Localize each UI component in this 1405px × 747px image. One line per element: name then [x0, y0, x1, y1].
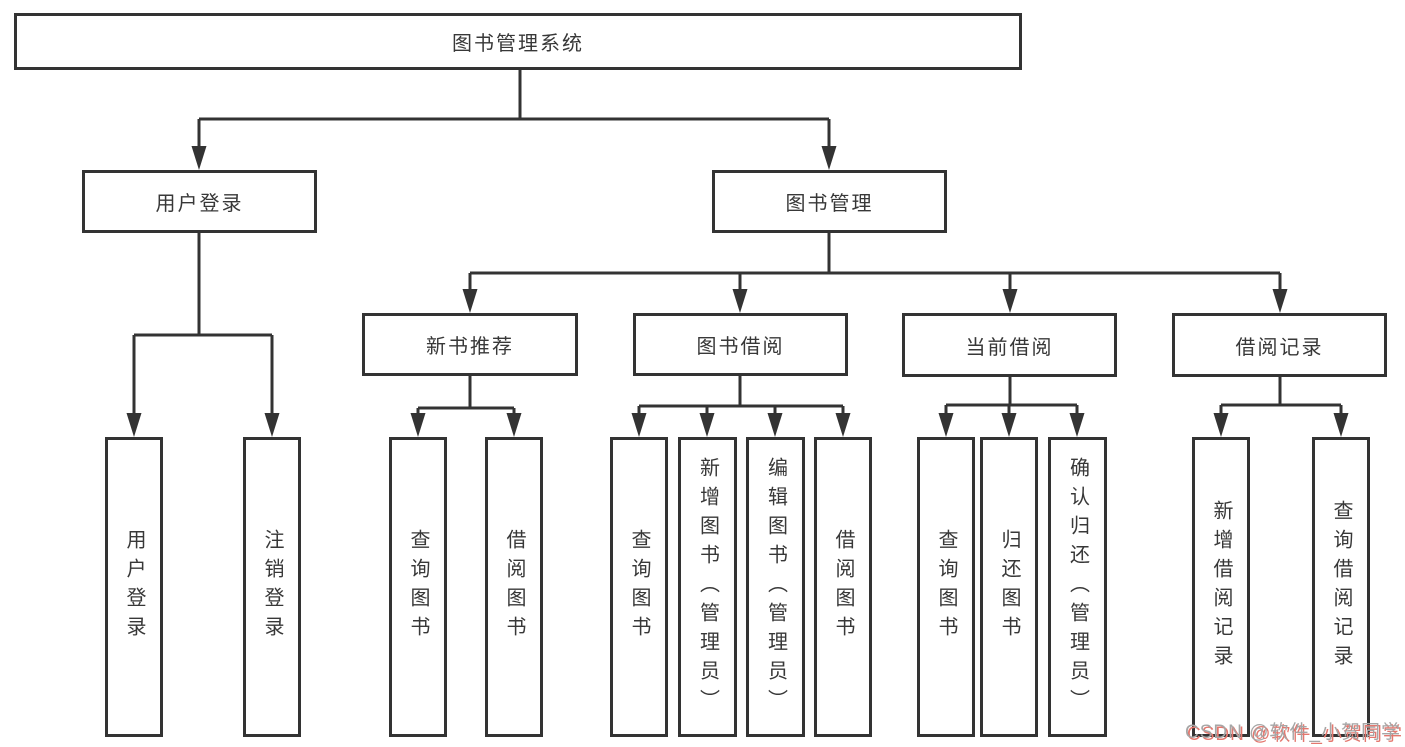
- node-book-mgmt-label: 图书管理: [785, 193, 874, 215]
- arrowhead: [1069, 413, 1085, 437]
- node-book-borrow: 图书借阅: [633, 313, 848, 376]
- arrowhead: [699, 413, 715, 437]
- node-new-books: 新书推荐: [362, 313, 578, 376]
- leaf-label: 查询图书: [407, 529, 429, 645]
- leaf-label: 确认归还（管理员）: [1066, 456, 1089, 718]
- node-book-borrow-label: 图书借阅: [696, 336, 785, 358]
- leaf-edit-books-admin: 编辑图书（管理员）: [746, 437, 805, 737]
- leaf-label: 查询借阅记录: [1330, 500, 1352, 674]
- leaf-label: 借阅图书: [503, 529, 525, 645]
- arrowhead: [938, 413, 954, 437]
- connector-borrow-records: [1219, 377, 1343, 415]
- leaf-label: 归还图书: [998, 529, 1020, 645]
- leaf-query-books-2: 查询图书: [610, 437, 668, 737]
- leaf-add-borrow-record: 新增借阅记录: [1192, 437, 1250, 737]
- arrowhead: [1213, 413, 1229, 437]
- leaf-user-login: 用户登录: [105, 437, 163, 737]
- leaf-label: 查询图书: [628, 529, 650, 645]
- arrowhead: [1272, 289, 1288, 313]
- node-user-login-label: 用户登录: [155, 193, 244, 215]
- arrowhead: [732, 289, 748, 313]
- leaf-label: 查询图书: [935, 529, 957, 645]
- connector-root: [197, 70, 831, 148]
- leaf-confirm-return-admin: 确认归还（管理员）: [1048, 437, 1107, 737]
- arrowhead: [767, 413, 783, 437]
- node-borrow-records: 借阅记录: [1172, 313, 1387, 377]
- connector-current-borrow: [944, 377, 1079, 415]
- arrowhead: [1333, 413, 1349, 437]
- leaf-label: 注销登录: [261, 529, 283, 645]
- leaf-query-books-1: 查询图书: [389, 437, 447, 737]
- node-current-borrow: 当前借阅: [902, 313, 1117, 377]
- connector-book-borrow: [637, 376, 845, 415]
- connector-new-books: [416, 376, 516, 415]
- arrowhead: [264, 413, 280, 437]
- leaf-label: 编辑图书（管理员）: [764, 456, 787, 718]
- leaf-borrow-books-2: 借阅图书: [814, 437, 872, 737]
- node-root-label: 图书管理系统: [452, 33, 584, 55]
- arrowhead: [631, 413, 647, 437]
- leaf-return-books: 归还图书: [980, 437, 1038, 737]
- connector-user-login: [132, 233, 274, 415]
- arrowhead: [1002, 289, 1018, 313]
- node-current-borrow-label: 当前借阅: [965, 336, 1054, 359]
- leaf-label: 用户登录: [123, 529, 145, 645]
- connector-book-mgmt: [468, 233, 1282, 291]
- node-user-login: 用户登录: [82, 170, 317, 233]
- arrowhead: [1001, 413, 1017, 437]
- arrowhead: [506, 413, 522, 437]
- arrowhead: [191, 146, 207, 170]
- leaf-label: 新增借阅记录: [1210, 500, 1232, 674]
- leaf-label: 借阅图书: [832, 529, 854, 645]
- node-new-books-label: 新书推荐: [426, 336, 514, 358]
- leaf-query-borrow-record: 查询借阅记录: [1312, 437, 1370, 737]
- leaf-borrow-books-1: 借阅图书: [485, 437, 543, 737]
- leaf-label: 新增图书（管理员）: [696, 456, 719, 718]
- arrowhead: [835, 413, 851, 437]
- arrowhead: [410, 413, 426, 437]
- node-borrow-records-label: 借阅记录: [1235, 336, 1324, 359]
- node-root: 图书管理系统: [14, 13, 1022, 70]
- arrowhead: [462, 289, 478, 313]
- arrowhead: [126, 413, 142, 437]
- node-book-mgmt: 图书管理: [712, 170, 947, 233]
- csdn-watermark: CSDN @软件_小贺同学: [1185, 722, 1401, 743]
- arrowhead: [821, 146, 837, 170]
- leaf-logout: 注销登录: [243, 437, 301, 737]
- leaf-add-books-admin: 新增图书（管理员）: [678, 437, 737, 737]
- leaf-query-books-3: 查询图书: [917, 437, 975, 737]
